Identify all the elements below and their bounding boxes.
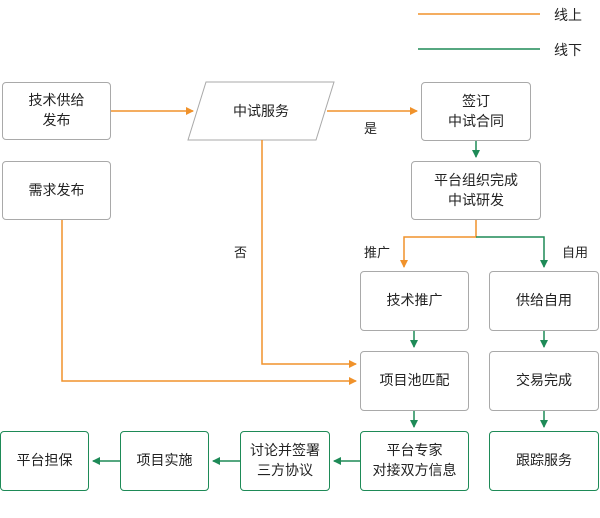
edge-platform-to-self — [476, 236, 548, 268]
trade-complete-label: 交易完成 — [516, 373, 572, 389]
tripartite-label: 讨论并签署 三方协议 — [250, 443, 320, 479]
pilot-service-label: 中试服务 — [233, 104, 289, 120]
trade-complete-node: 交易完成 — [489, 351, 599, 411]
pilot-service-node: 中试服务 — [188, 82, 334, 140]
sign-contract-node: 签订 中试合同 — [421, 82, 531, 141]
platform-organize-node: 平台组织完成 中试研发 — [411, 161, 541, 220]
tripartite-node: 讨论并签署 三方协议 — [240, 431, 330, 491]
legend-online-label: 线上 — [554, 8, 582, 24]
pool-matching-node: 项目池匹配 — [360, 351, 469, 411]
tech-supply-label: 技术供给 发布 — [28, 93, 85, 129]
demand-node: 需求发布 — [2, 161, 111, 220]
guarantee-label: 平台担保 — [16, 453, 73, 469]
self-supply-node: 供给自用 — [489, 271, 599, 331]
expert-docking-node: 平台专家 对接双方信息 — [360, 431, 469, 491]
edge-demand-to-pool — [61, 220, 357, 385]
implementation-node: 项目实施 — [120, 431, 209, 491]
implementation-label: 项目实施 — [136, 453, 193, 469]
legend-offline-label: 线下 — [554, 43, 582, 59]
edge-pilot-no-to-pool — [261, 140, 357, 368]
edge-platform-to-promotion — [400, 220, 477, 268]
edge-label-self-use: 自用 — [562, 246, 589, 261]
platform-organize-label: 平台组织完成 中试研发 — [434, 172, 518, 209]
edge-label-promote: 推广 — [364, 246, 391, 261]
sign-contract-label: 签订 中试合同 — [448, 93, 504, 130]
tracking-service-label: 跟踪服务 — [516, 453, 572, 469]
tech-supply-node: 技术供给 发布 — [2, 82, 111, 140]
edge-label-yes: 是 — [364, 122, 378, 137]
guarantee-node: 平台担保 — [0, 431, 89, 491]
pilot-service-shape — [187, 81, 335, 141]
edge-label-no: 否 — [234, 246, 248, 261]
demand-label: 需求发布 — [28, 182, 85, 199]
tech-promotion-node: 技术推广 — [360, 271, 469, 331]
tracking-service-node: 跟踪服务 — [489, 431, 599, 491]
pool-matching-label: 项目池匹配 — [379, 373, 450, 389]
self-supply-label: 供给自用 — [516, 293, 572, 309]
expert-docking-label: 平台专家 对接双方信息 — [372, 443, 457, 479]
tech-promotion-label: 技术推广 — [386, 293, 443, 309]
